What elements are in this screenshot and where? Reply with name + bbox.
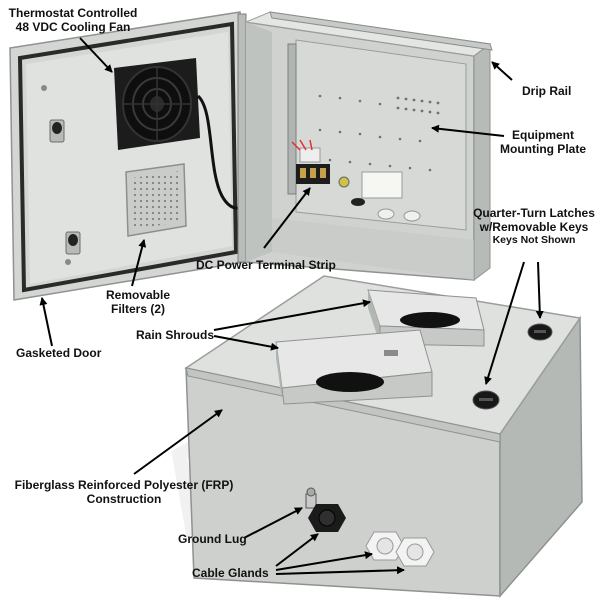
closed-enclosure: [184, 275, 583, 599]
callout-arrows: [39, 37, 544, 575]
label-latches: Quarter-Turn Latches w/Removable Keys Ke…: [473, 206, 595, 246]
door-latch-top: [49, 119, 65, 143]
arrow-ground-lug: [243, 507, 303, 539]
arrow-filters: [131, 239, 147, 287]
label-mounting-plate: Equipment Mounting Plate: [500, 128, 586, 156]
dc-terminal-strip: [291, 139, 330, 184]
door-gasket: [17, 21, 239, 293]
ground-lug: [305, 487, 317, 509]
arrow-frp: [133, 409, 223, 475]
arrow-gland-left: [275, 551, 373, 571]
label-drip-rail: Drip Rail: [522, 84, 572, 98]
interior-gland-holes: [351, 198, 421, 222]
label-frp-construction: Fiberglass Reinforced Polyester (FRP) Co…: [14, 478, 234, 506]
label-dc-terminal: DC Power Terminal Strip: [196, 258, 336, 272]
label-cable-glands: Cable Glands: [192, 566, 269, 580]
arrow-gland-right: [275, 566, 405, 575]
arrow-gasketed-door: [39, 297, 53, 347]
mounting-plate: [295, 39, 467, 231]
vent-filter: [125, 163, 187, 237]
arrow-fan: [79, 37, 113, 73]
label-filters: Removable Filters (2): [105, 288, 171, 316]
arrow-dc-terminal: [263, 187, 311, 249]
cooling-fan: [114, 58, 200, 150]
quarter-turn-latch-rear: [527, 323, 553, 341]
door-latch-bottom: [65, 231, 81, 255]
arrow-latch-front: [484, 261, 525, 385]
arrow-shroud-front: [213, 335, 279, 351]
arrow-latch-rear: [535, 261, 544, 319]
thermostat-label: [361, 171, 403, 199]
door-hinge: [237, 13, 247, 263]
black-cable-gland: [308, 504, 346, 532]
label-gasketed-door: Gasketed Door: [16, 346, 102, 360]
rain-shroud-front: [275, 329, 433, 405]
drip-rail: [269, 11, 493, 51]
label-ground-lug: Ground Lug: [178, 532, 247, 546]
arrow-shroud-rear: [213, 299, 371, 331]
label-rain-shrouds: Rain Shrouds: [136, 328, 215, 342]
white-cable-gland-right: [395, 537, 435, 567]
arrow-mounting-plate: [431, 124, 505, 137]
white-cable-gland-left: [365, 531, 405, 561]
quarter-turn-latch-front: [472, 390, 500, 410]
arrow-drip-rail: [491, 61, 513, 81]
open-enclosure: [9, 11, 493, 301]
label-cooling-fan: Thermostat Controlled 48 VDC Cooling Fan: [8, 6, 138, 34]
arrow-gland-black: [275, 533, 319, 567]
